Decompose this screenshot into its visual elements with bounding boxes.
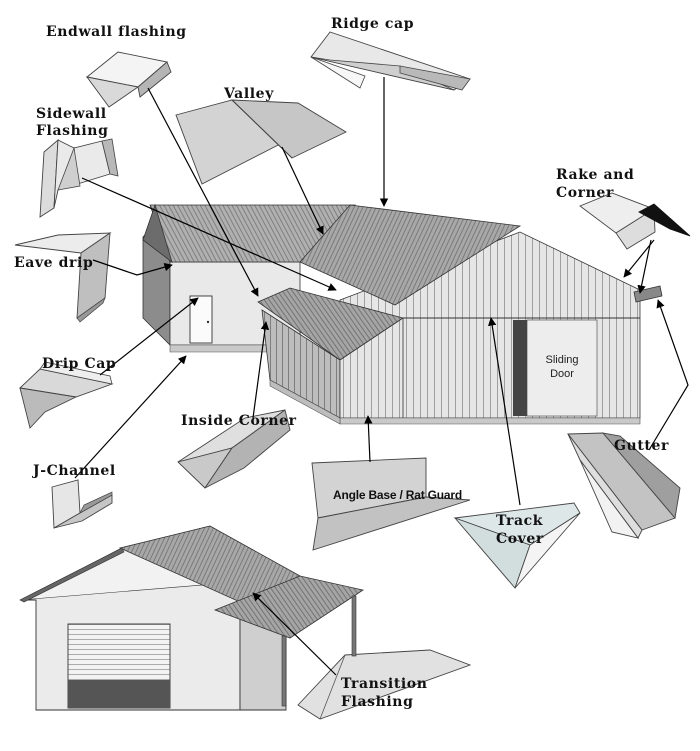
sidewall-flashing-piece: [39, 138, 119, 218]
drip-cap-piece: [19, 361, 114, 429]
rake-arrow: [623, 239, 655, 278]
ridge-cap-piece: [310, 31, 471, 91]
label-sliding-door-2: Door: [550, 368, 574, 380]
rake-and-corner-piece: [579, 192, 691, 250]
label-track-cover-2: Cover: [496, 531, 544, 547]
label-valley: Valley: [224, 86, 274, 102]
transition-flashing-piece: [297, 649, 472, 720]
inside-corner-arrow: [252, 321, 270, 419]
label-transition-flashing-2: Flashing: [341, 694, 414, 710]
label-rake-and-corner-2: Corner: [556, 185, 614, 201]
label-inside-corner: Inside Corner: [181, 413, 297, 429]
label-gutter: Gutter: [614, 438, 669, 454]
label-drip-cap: Drip Cap: [42, 356, 117, 372]
valley-arrow: [281, 146, 324, 235]
valley-piece: [175, 99, 347, 185]
endwall-flashing-arrow: [147, 87, 259, 297]
label-ridge-cap: Ridge cap: [331, 16, 415, 32]
label-endwall-flashing: Endwall flashing: [46, 24, 187, 40]
j-channel-arrow: [74, 355, 187, 479]
sliding-door: [526, 319, 598, 417]
drip-cap-arrow: [99, 297, 199, 376]
label-sidewall-flashing-1: Sidewall: [36, 106, 107, 122]
track-cover-arrow: [488, 317, 521, 506]
label-j-channel: J-Channel: [33, 463, 116, 479]
label-angle-base-rat-guard: Angle Base / Rat Guard: [333, 488, 462, 502]
sidewall-flashing-arrow: [81, 177, 337, 291]
inside-corner-piece: [177, 409, 291, 489]
label-eave-drip: Eave drip: [14, 255, 94, 271]
eave-drip-piece: [14, 232, 112, 323]
transition-flashing-arrow: [252, 592, 337, 676]
angle-base-arrow: [364, 415, 373, 463]
label-track-cover-1: Track: [496, 513, 544, 529]
eave-drip-arrow: [92, 259, 173, 276]
label-sliding-door-1: Sliding: [545, 354, 579, 366]
garage-building: [19, 525, 365, 711]
j-channel-piece: [51, 479, 113, 529]
label-sidewall-flashing-2: Flashing: [36, 123, 109, 139]
gutter-piece: [567, 432, 681, 539]
track-cover-piece: [453, 502, 581, 589]
sliding-door-track: [513, 320, 527, 416]
main-building: [142, 203, 663, 425]
label-rake-and-corner-1: Rake and: [556, 167, 635, 183]
corner-arrow: [637, 239, 652, 294]
label-transition-flashing-1: Transition: [341, 676, 428, 692]
walk-door: [189, 295, 213, 344]
gutter-arrow: [648, 299, 689, 451]
endwall-flashing-piece: [85, 51, 172, 108]
leader-lines: [74, 77, 689, 676]
angle-base-rat-guard-piece: [311, 457, 471, 551]
